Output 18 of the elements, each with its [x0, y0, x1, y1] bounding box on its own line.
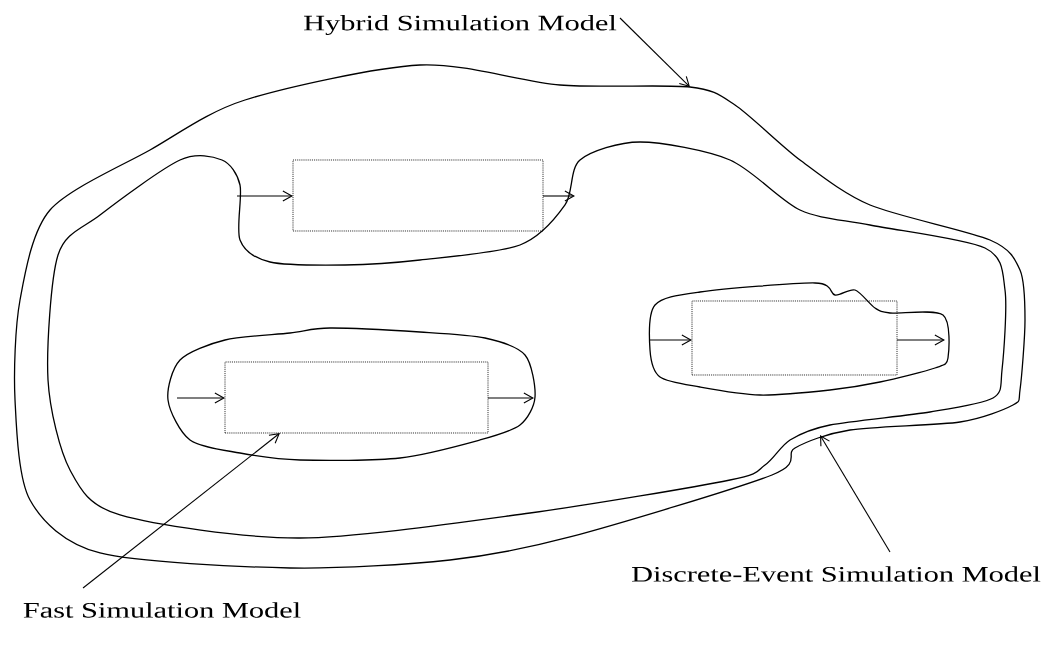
arrow [649, 334, 692, 346]
arrow [542, 190, 575, 202]
label-text: Fast Simulation Model [23, 602, 301, 618]
leader-line [619, 17, 690, 87]
label-text: Discrete-Event Simulation Model [632, 566, 1041, 582]
arrow [176, 392, 225, 404]
outline-shape [47, 141, 1007, 539]
leader-line [82, 433, 280, 589]
outline-shape [648, 282, 950, 396]
outline-shape [167, 327, 536, 462]
arrow [896, 334, 945, 346]
label-text: Hybrid Simulation Model [304, 15, 617, 35]
arrow [236, 190, 293, 202]
arrow [487, 392, 534, 404]
dotted-box [292, 159, 544, 232]
leader-line [820, 435, 891, 553]
dotted-box [224, 361, 489, 434]
dotted-box [691, 300, 898, 376]
